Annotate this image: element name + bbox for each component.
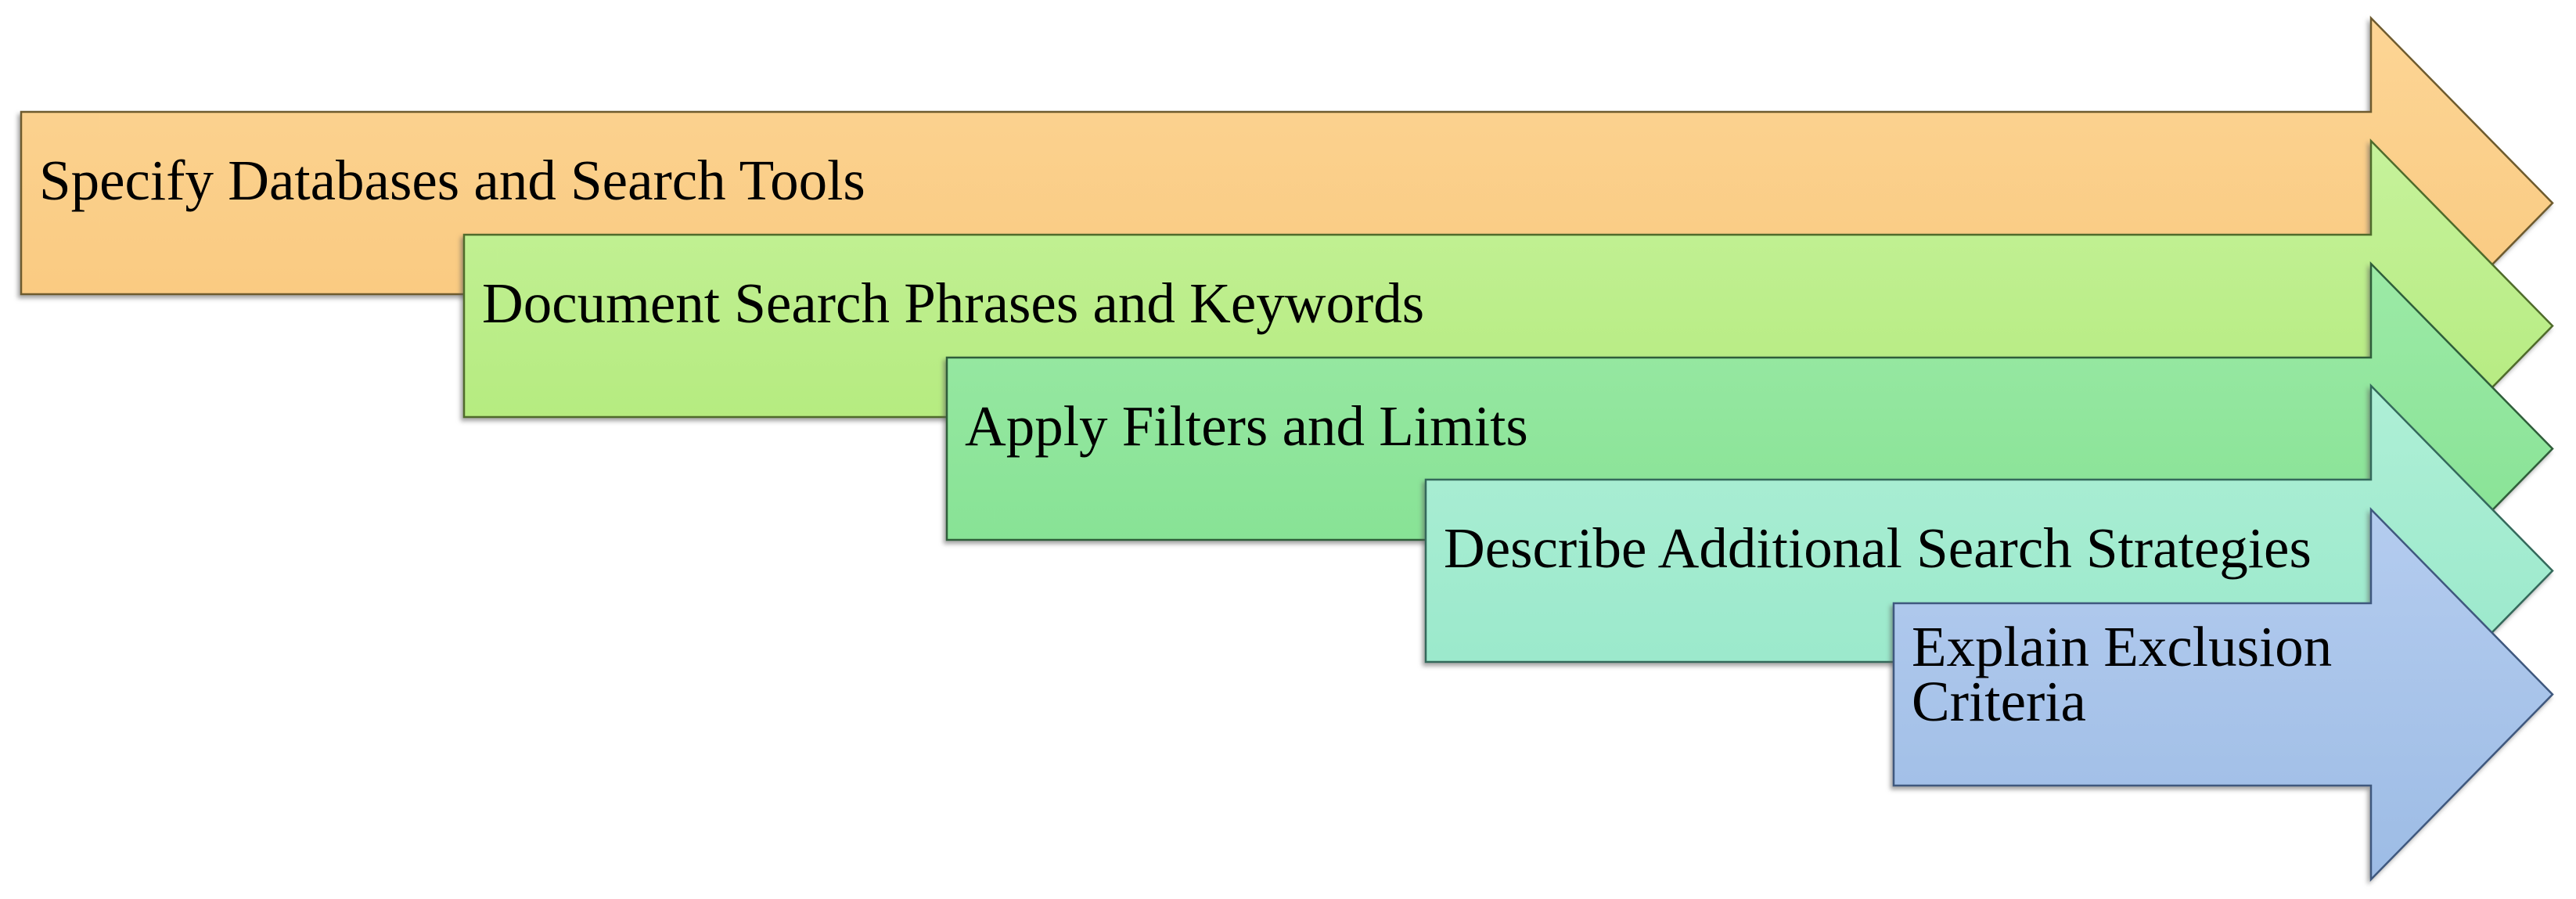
process-step-label: Describe Additional Search Strategies <box>1444 516 2312 580</box>
process-arrow-step-5 <box>1892 506 2554 883</box>
process-step-label: Apply Filters and Limits <box>965 394 1528 458</box>
process-step-label: Specify Databases and Search Tools <box>39 149 865 212</box>
process-step-label: Document Search Phrases and Keywords <box>482 271 1425 335</box>
arrow-shape <box>1892 506 2554 883</box>
process-step-label: Explain Exclusion Criteria <box>1912 615 2333 733</box>
